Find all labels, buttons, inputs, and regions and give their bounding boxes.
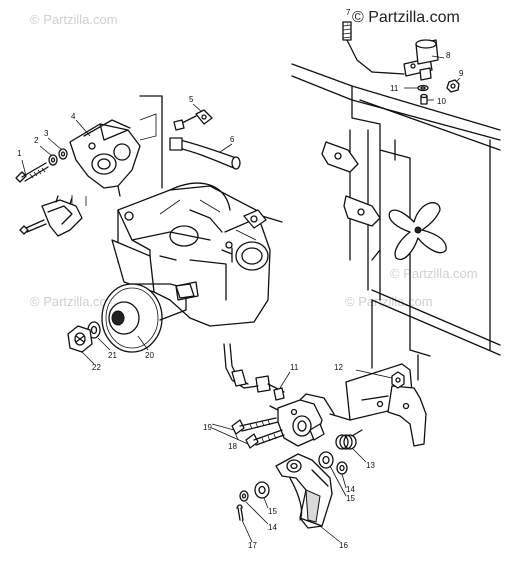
label-part-17: 17 — [248, 541, 257, 550]
label-part-7: 7 — [346, 8, 351, 17]
part-16-brake-pedal — [275, 453, 333, 529]
part-15-bushing-upper — [318, 451, 334, 469]
label-part-6: 6 — [230, 135, 235, 144]
watermark-faint-1: © Partzilla.com — [30, 12, 118, 27]
part-19-bolts — [231, 417, 285, 449]
part-14-washer-lower — [239, 490, 249, 502]
label-part-8: 8 — [446, 51, 451, 60]
part-13-spring — [335, 429, 363, 450]
part-2-washer — [48, 154, 58, 166]
label-part-21: 21 — [108, 351, 117, 360]
label-part-12: 12 — [334, 363, 343, 372]
caliper-guide-lines — [71, 195, 87, 206]
watermarks: © Partzilla.com © Partzilla.com © Partzi… — [30, 9, 478, 309]
label-part-5: 5 — [189, 95, 194, 104]
frame-mount-line — [371, 71, 405, 75]
label-part-20: 20 — [145, 351, 154, 360]
part-12-nut — [391, 371, 405, 389]
label-part-14-lower: 14 — [268, 523, 277, 532]
watermark-faint-2: © Partzilla.com — [30, 294, 118, 309]
part-17-cotter-pin — [236, 504, 244, 521]
label-part-11-top: 11 — [390, 84, 399, 93]
part-9-nut — [446, 79, 460, 93]
label-part-4: 4 — [71, 112, 76, 121]
label-part-19: 19 — [203, 423, 212, 432]
label-part-14-upper: 14 — [346, 485, 355, 494]
part-14-washer-upper — [336, 461, 348, 475]
part-10-fitting — [420, 93, 428, 105]
label-part-3: 3 — [44, 129, 49, 138]
label-part-1: 1 — [17, 149, 22, 158]
part-18-lever — [277, 393, 335, 447]
part-labels: 1 2 3 4 5 6 7 8 9 10 11 11 12 13 14 14 1… — [17, 8, 464, 550]
part-11-washer-top — [417, 84, 429, 92]
chassis-frame — [291, 63, 501, 447]
watermark-faint-4: © Partzilla.com — [390, 266, 478, 281]
label-part-10: 10 — [437, 97, 446, 106]
watermark-faint-3: © Partzilla.com — [345, 294, 433, 309]
label-part-15-upper: 15 — [346, 494, 355, 503]
watermark-brand: © Partzilla.com — [352, 9, 460, 26]
label-part-2: 2 — [34, 136, 39, 145]
label-part-15-lower: 15 — [268, 507, 277, 516]
part-1-bolt — [15, 162, 49, 183]
part-15-bushing-lower — [254, 481, 270, 499]
part-5-fitting — [173, 109, 213, 131]
caliper-pad-bracket — [19, 195, 83, 237]
label-part-22: 22 — [92, 363, 101, 372]
part-22-nut — [67, 325, 93, 353]
part-11-clip-lower — [269, 387, 285, 411]
part-4-caliper — [69, 119, 141, 197]
label-part-13: 13 — [366, 461, 375, 470]
label-part-11-lower: 11 — [290, 363, 299, 372]
part-6-brake-hose — [169, 137, 241, 170]
label-part-16: 16 — [339, 541, 348, 550]
part-20-brake-disc — [101, 283, 195, 353]
label-part-18: 18 — [228, 442, 237, 451]
caliper-bracket-line — [139, 113, 157, 141]
part-3-washer — [58, 148, 68, 160]
leader-lines — [21, 23, 461, 543]
part-8-master-cylinder — [403, 39, 439, 81]
part-7-stud — [342, 21, 373, 73]
label-part-9: 9 — [459, 69, 464, 78]
brake-cable — [223, 343, 285, 393]
